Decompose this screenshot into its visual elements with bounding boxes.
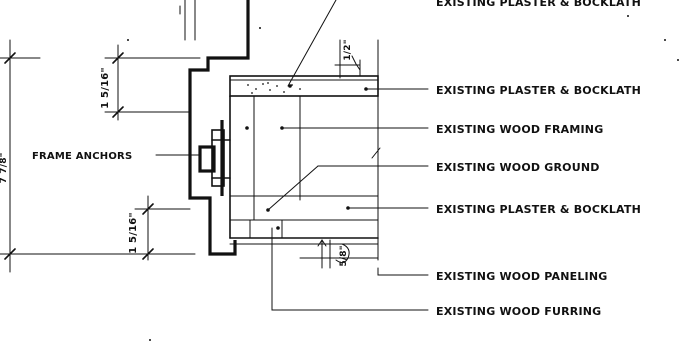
label-plaster-bottom: EXISTING PLASTER & BOCKLATH <box>436 203 641 216</box>
door-frame-profile <box>179 0 250 256</box>
label-frame-anchors: FRAME ANCHORS <box>32 151 132 162</box>
lower-offset-dimension <box>39 195 196 261</box>
label-wood-furring: EXISTING WOOD FURRING <box>436 305 601 318</box>
label-wood-ground: EXISTING WOOD GROUND <box>436 161 600 174</box>
frame-anchor <box>198 129 231 187</box>
overall-dimension-line <box>0 39 41 273</box>
overall-dimension-text: 7 7/8" <box>0 152 9 183</box>
top-gap-dimension <box>334 39 361 79</box>
leader-lines <box>155 0 429 311</box>
upper-offset-dimension <box>104 44 201 121</box>
upper-offset-text: 1 5/16" <box>100 67 111 109</box>
top-gap-text: 1/2" <box>343 39 353 60</box>
bottom-gap-text: 5/8" <box>339 245 349 266</box>
label-plaster-top: EXISTING PLASTER & BOCKLATH <box>436 84 641 97</box>
label-wood-framing: EXISTING WOOD FRAMING <box>436 123 603 136</box>
wall-assembly <box>229 39 381 261</box>
bottom-gap-dimension <box>299 239 379 269</box>
lower-offset-text: 1 5/16" <box>128 212 139 254</box>
stray-marks <box>127 15 679 341</box>
label-top-cutoff: EXISTING PLASTER & BOCKLATH <box>436 0 641 9</box>
label-wood-paneling: EXISTING WOOD PANELING <box>436 270 608 283</box>
plaster-stipple <box>247 82 301 94</box>
